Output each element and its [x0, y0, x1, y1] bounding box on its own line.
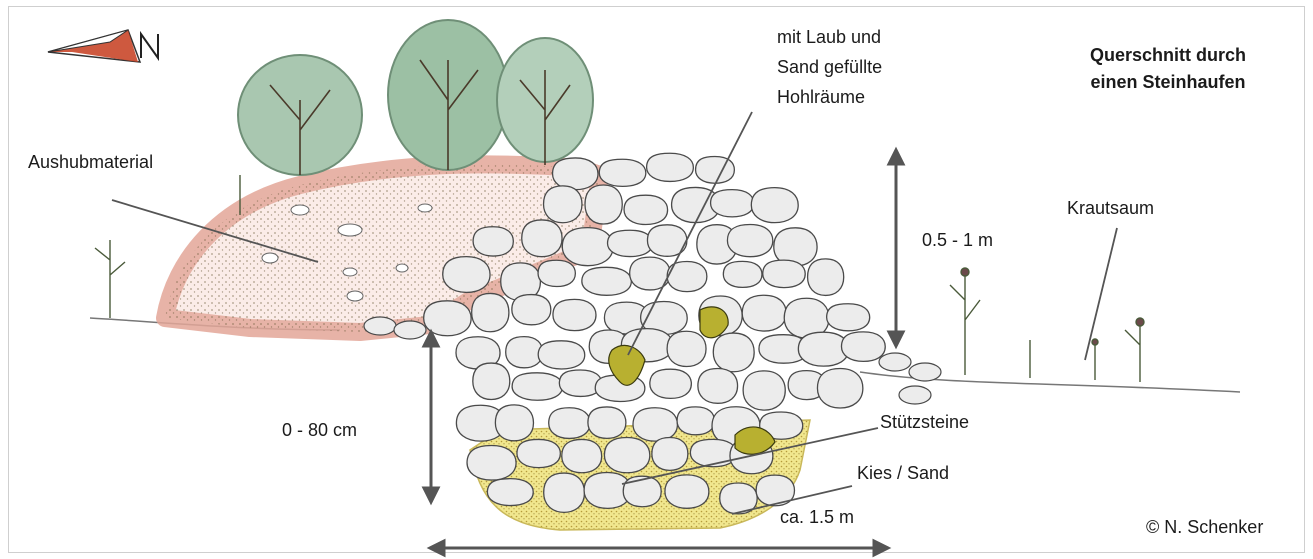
- stone: [723, 261, 762, 287]
- edge-stone: [879, 353, 911, 371]
- label-cavities: mit Laub und Sand gefüllte Hohlräume: [777, 22, 882, 112]
- edge-stone: [394, 321, 426, 339]
- stone: [650, 369, 692, 398]
- stone: [623, 476, 661, 507]
- stone: [713, 333, 754, 372]
- stone: [472, 293, 509, 331]
- stone: [549, 408, 590, 439]
- stone: [562, 228, 613, 266]
- stone: [517, 439, 560, 467]
- shrubs: [238, 20, 593, 175]
- width-arrow: [430, 541, 888, 555]
- label-cavities-line-2: Sand gefüllte: [777, 52, 882, 82]
- stone: [522, 220, 562, 257]
- stone: [727, 225, 772, 257]
- stone: [624, 195, 668, 224]
- label-herb-border: Krautsaum: [1067, 196, 1154, 220]
- stone: [698, 369, 738, 404]
- label-cavities-line-3: Hohlräume: [777, 82, 882, 112]
- stone: [538, 341, 585, 369]
- stone: [711, 190, 754, 217]
- height-arrow: [889, 150, 903, 346]
- stone: [538, 260, 575, 286]
- stone: [817, 368, 862, 408]
- title-line-2: einen Steinhaufen: [1053, 69, 1283, 96]
- pointer-herb-border: [1085, 228, 1117, 360]
- stone: [608, 230, 653, 256]
- depth-arrow: [424, 332, 438, 502]
- stone: [599, 159, 646, 186]
- title-line-1: Querschnitt durch: [1053, 42, 1283, 69]
- stone: [667, 331, 706, 366]
- stone: [506, 337, 543, 368]
- stone: [559, 370, 601, 396]
- stone: [512, 295, 551, 325]
- label-cavities-line-1: mit Laub und: [777, 22, 882, 52]
- stone: [808, 259, 844, 296]
- stone: [742, 295, 786, 331]
- stone: [473, 227, 513, 256]
- stone: [553, 158, 598, 190]
- stone: [652, 438, 688, 471]
- stone: [743, 371, 785, 410]
- stone: [544, 473, 585, 512]
- edge-stone: [899, 386, 931, 404]
- stone: [633, 408, 677, 441]
- label-support-stones: Stützsteine: [880, 410, 969, 434]
- label-height: 0.5 - 1 m: [922, 228, 993, 252]
- stone: [841, 332, 885, 362]
- stone: [588, 407, 626, 438]
- label-excavated: Aushubmaterial: [28, 150, 153, 174]
- label-width: ca. 1.5 m: [780, 505, 854, 529]
- stone: [582, 267, 631, 295]
- stone: [473, 363, 510, 399]
- stone: [467, 445, 516, 480]
- stone: [553, 299, 596, 330]
- stone: [763, 260, 805, 288]
- label-gravel-sand: Kies / Sand: [857, 461, 949, 485]
- stone: [604, 438, 649, 473]
- edge-stone: [909, 363, 941, 381]
- north-arrow-icon: [48, 30, 158, 62]
- stone: [827, 304, 870, 331]
- stone: [495, 405, 533, 441]
- stone: [647, 153, 694, 181]
- stone: [751, 188, 798, 223]
- stone: [512, 373, 562, 400]
- copyright-credit: © N. Schenker: [1146, 515, 1263, 539]
- stone: [585, 185, 622, 224]
- stone: [487, 479, 533, 506]
- stone: [696, 157, 735, 184]
- stone: [677, 407, 714, 435]
- stone: [690, 439, 736, 466]
- diagram-title: Querschnitt durch einen Steinhaufen: [1053, 42, 1283, 96]
- label-depth: 0 - 80 cm: [282, 418, 357, 442]
- stone: [665, 475, 709, 508]
- stone: [443, 257, 490, 293]
- stone: [562, 439, 602, 472]
- stone: [544, 186, 582, 223]
- edge-stone: [364, 317, 396, 335]
